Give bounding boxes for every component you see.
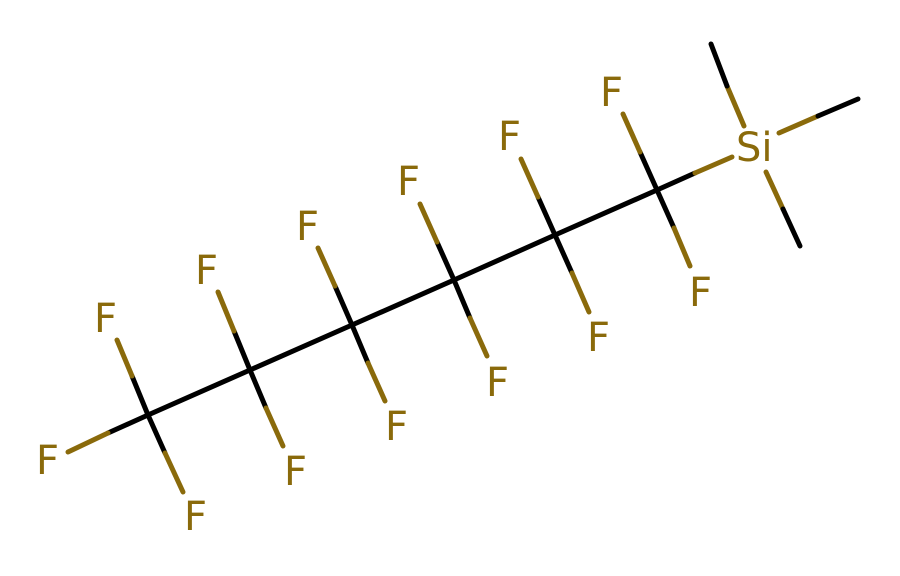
bond-c2-c3 bbox=[247, 322, 355, 373]
bond-c4-f9-end bbox=[467, 315, 490, 359]
bond-si-me3-end bbox=[780, 206, 803, 249]
atom-label-si: Si bbox=[736, 125, 773, 171]
atom-label-f: F bbox=[94, 296, 117, 342]
backbone-bonds bbox=[145, 187, 660, 418]
atom-label-f: F bbox=[689, 270, 712, 316]
atom-label-f: F bbox=[587, 315, 610, 361]
atom-label-f: F bbox=[385, 404, 408, 450]
bond-c1-f1-end bbox=[114, 337, 135, 379]
bond-c3-f7 bbox=[349, 322, 371, 366]
atom-label-f: F bbox=[486, 360, 509, 406]
bond-c1-f2 bbox=[105, 412, 151, 436]
bond-c1-f3-end bbox=[162, 450, 186, 495]
bond-c6-f13-end bbox=[671, 225, 693, 269]
bond-c6-si-end bbox=[692, 154, 735, 176]
bond-c5-f11 bbox=[552, 232, 575, 276]
bond-c2-f5 bbox=[247, 367, 269, 411]
bond-c4-f9 bbox=[451, 277, 473, 321]
atom-label-f: F bbox=[284, 449, 307, 495]
atom-label-f: F bbox=[498, 114, 521, 160]
atom-label-f: F bbox=[397, 159, 420, 205]
bond-c3-c4 bbox=[349, 277, 457, 328]
bond-si-me3 bbox=[763, 169, 786, 212]
bond-c3-f7-end bbox=[365, 360, 388, 404]
bond-c4-f8-end bbox=[417, 201, 440, 245]
bond-c4-c5 bbox=[451, 232, 558, 283]
bond-si-me2 bbox=[776, 113, 821, 136]
bond-c1-f2-end bbox=[65, 430, 111, 455]
bond-c4-f8 bbox=[434, 239, 457, 283]
bond-c5-f10-end bbox=[518, 156, 541, 200]
bond-c2-f4-end bbox=[215, 289, 237, 334]
bond-c5-f11-end bbox=[569, 270, 592, 315]
bond-si-me1 bbox=[724, 83, 747, 129]
bond-c1-c2 bbox=[145, 367, 253, 418]
atom-labels: F F F F F F F F F F F F F Si bbox=[36, 70, 773, 540]
atom-label-f: F bbox=[600, 70, 623, 116]
bond-si-me2-end bbox=[815, 96, 861, 119]
bond-si-me1-end bbox=[708, 41, 730, 89]
bond-c2-f5-end bbox=[263, 405, 286, 449]
bond-c5-f10 bbox=[535, 194, 558, 238]
bond-c2-f4 bbox=[231, 328, 253, 373]
atom-label-f: F bbox=[36, 438, 59, 484]
bond-c6-f13 bbox=[654, 187, 677, 231]
bond-c3-f6-end bbox=[315, 245, 338, 289]
bond-c3-f6 bbox=[332, 283, 355, 328]
atom-label-f: F bbox=[184, 494, 207, 540]
bond-c1-f1 bbox=[129, 373, 151, 418]
bond-c6-f12 bbox=[637, 149, 660, 193]
bond-c5-c6 bbox=[552, 187, 660, 238]
atom-label-f: F bbox=[296, 204, 319, 250]
silicon-bonds bbox=[654, 41, 861, 249]
c-f-bonds bbox=[65, 111, 693, 495]
atom-label-f: F bbox=[195, 248, 218, 294]
bond-c6-f12-end bbox=[620, 111, 643, 155]
bond-c1-f3 bbox=[145, 412, 168, 456]
bond-c6-si bbox=[654, 170, 698, 193]
